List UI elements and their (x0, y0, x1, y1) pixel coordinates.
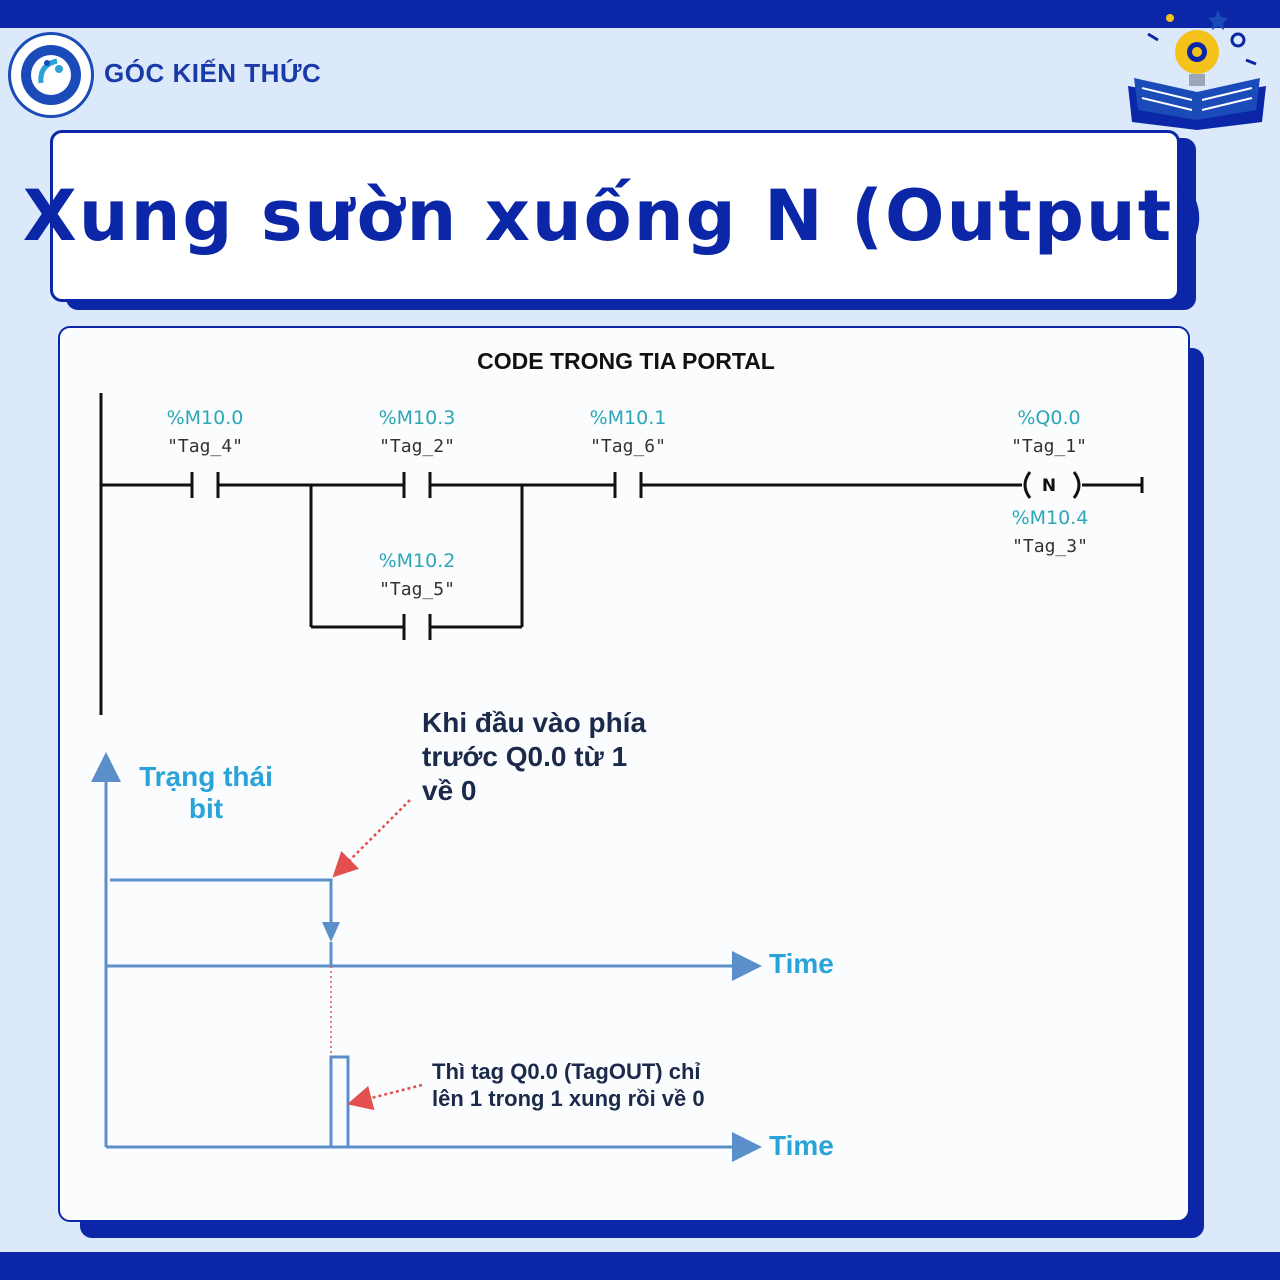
contact-tag: "Tag_2" (379, 436, 455, 457)
falling-edge-arrowhead (322, 922, 340, 942)
contact-address: %M10.3 (379, 407, 456, 429)
book-lightbulb-icon (1128, 10, 1266, 130)
contact-address: %M10.0 (167, 407, 244, 429)
timing-diagram (91, 752, 762, 1162)
title-box: Xung sườn xuống N (Output) (23, 130, 1205, 302)
brand-logo (8, 32, 94, 118)
pointer-arrows (332, 799, 423, 1111)
y-axis-label: Trạng thái (139, 761, 273, 792)
pulse-note: lên 1 trong 1 xung rồi về 0 (432, 1086, 705, 1111)
coil-symbol: N (1042, 476, 1056, 496)
y-axis-label: bit (189, 793, 223, 824)
contact-m10-2 (402, 614, 432, 640)
contact-address: %M10.1 (590, 407, 667, 429)
logo-icon (21, 45, 81, 105)
falling-edge-note: trước Q0.0 từ 1 (422, 741, 627, 772)
top-band (0, 0, 1280, 28)
input-signal (110, 878, 333, 936)
contact-m10-3 (402, 472, 432, 498)
page-title: Xung sườn xuống N (Output) (22, 175, 1208, 257)
x-axis-label-top: Time (769, 948, 834, 979)
brand-name: GÓC KIẾN THỨC (104, 58, 322, 88)
falling-edge-note: về 0 (422, 775, 477, 806)
pulse-note: Thì tag Q0.0 (TagOUT) chỉ (432, 1059, 701, 1084)
ladder-diagram (99, 393, 1144, 715)
output-pulse (329, 1055, 350, 1147)
coil-address: %Q0.0 (1017, 407, 1080, 429)
x-axis-label-bottom: Time (769, 1130, 834, 1161)
pointer-to-falling-edge (332, 799, 411, 878)
content-panel: CODE TRONG TIA PORTAL (58, 326, 1190, 1222)
falling-edge-note: Khi đầu vào phía (422, 707, 646, 738)
contact-tag: "Tag_5" (379, 579, 455, 600)
pointer-to-pulse (347, 1083, 423, 1111)
coil-memory-tag: "Tag_3" (1012, 536, 1088, 557)
coil-memory-address: %M10.4 (1012, 507, 1089, 529)
contact-tag: "Tag_6" (590, 436, 666, 457)
coil-tag: "Tag_1" (1011, 436, 1087, 457)
bottom-band (0, 1252, 1280, 1280)
contact-address: %M10.2 (379, 550, 456, 572)
contact-m10-1 (613, 472, 643, 498)
contact-tag: "Tag_4" (167, 436, 243, 457)
negative-edge-coil (1023, 471, 1081, 499)
panel-heading: CODE TRONG TIA PORTAL (477, 348, 775, 374)
contact-m10-0 (190, 472, 220, 498)
